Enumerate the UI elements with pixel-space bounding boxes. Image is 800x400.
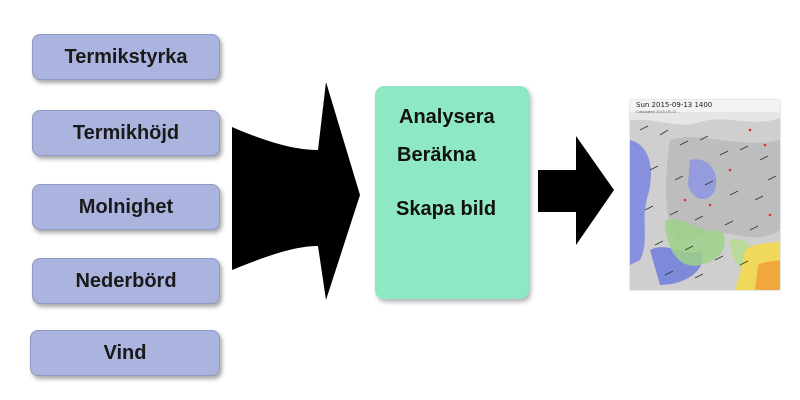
input-termikstyrka: Termikstyrka [32, 34, 220, 80]
input-molnighet: Molnighet [32, 184, 220, 230]
step-analysera: Analysera [399, 106, 495, 128]
process-box: Analysera Beräkna Skapa bild [375, 86, 529, 299]
right-arrow-icon [538, 136, 614, 245]
input-vind: Vind [30, 330, 220, 376]
input-nederbord: Nederbörd [32, 258, 220, 304]
map-subheader: Calculated 2015-09-11 ... [636, 109, 681, 114]
map-header: Sun 2015-09-13 1400 [636, 101, 713, 109]
weather-map-image: Sun 2015-09-13 1400 Calculated 2015-09-1… [630, 100, 780, 290]
input-termikhojd: Termikhöjd [32, 110, 220, 156]
funnel-arrow-icon [232, 82, 360, 300]
step-berakna: Beräkna [397, 144, 476, 166]
step-skapa-bild: Skapa bild [396, 198, 497, 220]
weather-map-icon [630, 100, 780, 290]
